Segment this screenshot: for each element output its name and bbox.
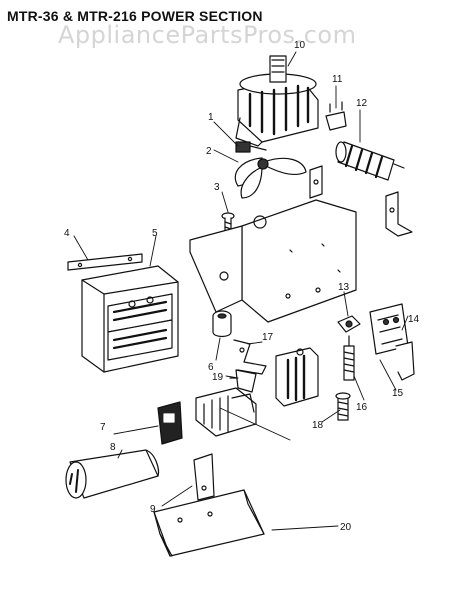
- base-plate[interactable]: [153, 489, 265, 557]
- capacitor-bushing[interactable]: [212, 310, 232, 338]
- power-resistor[interactable]: [335, 141, 405, 181]
- callout-4: 4: [64, 228, 70, 239]
- capacitor-clamp[interactable]: [193, 453, 215, 501]
- leader-lines: [73, 51, 409, 531]
- callout-2: 2: [206, 146, 212, 157]
- terminal-bolt[interactable]: [335, 392, 351, 421]
- high-voltage-transformer[interactable]: [81, 265, 179, 373]
- diagram-title: MTR-36 & MTR-216 POWER SECTION: [7, 8, 263, 24]
- callout-1: 1: [208, 112, 214, 123]
- fan-blade[interactable]: [234, 157, 307, 199]
- callout-11: 11: [332, 74, 343, 85]
- fan-motor[interactable]: [275, 347, 319, 407]
- cable-clamp[interactable]: [337, 315, 361, 333]
- terminal-bracket[interactable]: [395, 341, 415, 381]
- transformer-cover-strip[interactable]: [67, 253, 143, 271]
- callout-19: 19: [212, 372, 224, 383]
- resistor-clip[interactable]: [325, 101, 347, 131]
- interlock-switch-assembly[interactable]: [195, 387, 257, 437]
- high-voltage-capacitor[interactable]: [65, 449, 160, 499]
- callout-3: 3: [214, 182, 220, 193]
- resistor-mount-bracket-left[interactable]: [309, 165, 323, 199]
- resistor-mount-bracket-right[interactable]: [385, 191, 413, 237]
- callout-13: 13: [338, 282, 350, 293]
- callout-20: 20: [340, 522, 352, 533]
- interlock-lever[interactable]: [229, 369, 257, 393]
- micro-switch[interactable]: [157, 401, 183, 445]
- watermark: AppliancePartsPros.com: [58, 21, 357, 49]
- chassis-plate[interactable]: [189, 199, 357, 323]
- callout-7: 7: [100, 422, 106, 433]
- callout-labels: 1 2 3 4 5 6 7 8 9 10 11 12 13 14 15 16 1…: [64, 40, 420, 533]
- callout-16: 16: [356, 402, 368, 413]
- callout-17: 17: [262, 332, 274, 343]
- switch-bracket[interactable]: [233, 339, 267, 375]
- filament-stud[interactable]: [343, 335, 355, 381]
- callout-5: 5: [152, 228, 158, 239]
- callout-18: 18: [312, 420, 324, 431]
- callout-9: 9: [150, 504, 156, 515]
- callout-6: 6: [208, 362, 214, 373]
- blower-motor[interactable]: [235, 55, 319, 147]
- callout-8: 8: [110, 442, 116, 453]
- callout-14: 14: [408, 314, 420, 325]
- motor-mount-screw[interactable]: [235, 141, 267, 153]
- callout-12: 12: [356, 98, 368, 109]
- callout-10: 10: [294, 40, 306, 51]
- callout-15: 15: [392, 388, 404, 399]
